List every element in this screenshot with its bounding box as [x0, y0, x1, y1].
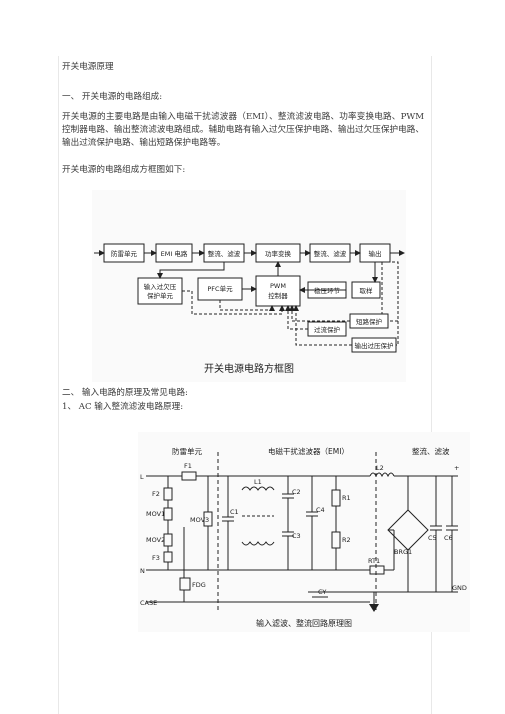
label-c1: C1	[230, 508, 239, 516]
circuit-figure: 防雷单元 电磁干扰滤波器（EMI） 整流、滤波 L N CASE GND + F…	[138, 432, 470, 632]
circuit-caption: 输入滤波、整流回路原理图	[256, 618, 352, 628]
label-r1: R1	[342, 494, 351, 502]
block-sample	[351, 281, 381, 299]
circuit-section-rect: 整流、滤波	[412, 446, 450, 456]
label-N: N	[140, 567, 145, 575]
label-L: L	[140, 473, 144, 481]
label-power: 功率变换	[265, 249, 292, 258]
label-f1: F1	[184, 462, 192, 470]
circuit-diagram: 防雷单元 电磁干扰滤波器（EMI） 整流、滤波 L N CASE GND + F…	[140, 446, 467, 628]
inductor-l2	[369, 472, 395, 478]
ground-arrow-icon	[369, 604, 379, 612]
block-ovuv	[137, 277, 183, 305]
label-c4: C4	[316, 506, 325, 514]
label-emi: EMI 电路	[161, 249, 188, 258]
resistor-r2	[331, 531, 341, 549]
label-rectify: 整流、滤波	[208, 249, 241, 258]
label-pwm-1: PWM	[270, 282, 286, 290]
fuse-f1	[181, 471, 197, 481]
inductor-l1-top	[241, 486, 275, 491]
label-c5: C5	[428, 534, 437, 542]
circuit-section-emi: 电磁干扰滤波器（EMI）	[268, 446, 349, 456]
section-1-heading: 一、 开关电源的电路组成:	[62, 92, 163, 102]
label-f3: F3	[152, 554, 160, 562]
fuse-f3	[163, 551, 173, 563]
inductor-l1-bottom	[241, 541, 275, 546]
label-brg1: BRG1	[394, 548, 412, 556]
block-pwm	[255, 275, 301, 307]
label-cy: CY	[318, 588, 326, 596]
document-page	[58, 56, 432, 714]
label-c6: C6	[444, 534, 453, 542]
label-mov1: MOV1	[146, 510, 165, 518]
label-l1: L1	[254, 478, 262, 486]
label-overcur: 过流保护	[314, 325, 340, 334]
label-pwm-2: 控制器	[268, 291, 288, 300]
block-diagram-caption: 开关电源电路方框图	[204, 362, 294, 375]
label-outov: 输出过压保护	[355, 341, 394, 350]
label-c2: C2	[292, 488, 301, 496]
doc-title: 开关电源原理	[62, 62, 114, 72]
label-short: 短路保护	[356, 317, 382, 326]
label-case: CASE	[140, 599, 157, 607]
label-surge: 防雷单元	[111, 249, 138, 258]
label-l2: L2	[376, 464, 384, 472]
label-fdg: FDG	[192, 581, 206, 589]
label-f2: F2	[152, 490, 160, 498]
thermistor-rt1	[369, 565, 385, 575]
label-pfc: PFC单元	[207, 284, 233, 293]
block-diagram-intro: 开关电源的电路组成方框图如下:	[62, 165, 186, 175]
label-gnd: GND	[452, 584, 467, 592]
label-sample: 取样	[360, 286, 374, 295]
label-out-rectify: 整流、滤波	[314, 249, 347, 258]
section-2-subheading: 1、 AC 输入整流滤波电路原理:	[62, 402, 184, 412]
block-diagram: 防雷单元 EMI 电路 整流、滤波 功率变换 整流、滤波 输出 输入过欠压 保护…	[94, 243, 405, 375]
block-diagram-figure: 防雷单元 EMI 电路 整流、滤波 功率变换 整流、滤波 输出 输入过欠压 保护…	[92, 190, 406, 382]
label-mov2: MOV2	[146, 536, 165, 544]
circuit-section-surge: 防雷单元	[172, 446, 202, 456]
label-ovuv-2: 保护单元	[147, 291, 174, 300]
label-mov3: MOV3	[190, 516, 209, 524]
label-reg: 稳压环节	[314, 286, 341, 295]
label-output: 输出	[369, 249, 382, 258]
label-plus: +	[454, 464, 459, 472]
label-ovuv-1: 输入过欠压	[144, 282, 177, 291]
section-1-paragraph: 开关电源的主要电路是由输入电磁干扰滤波器（EMI）、整流滤波电路、功率变换电路、…	[62, 112, 424, 149]
label-rt1: RT1	[368, 557, 380, 565]
section-2-heading: 二、 输入电路的原理及常见电路:	[62, 388, 188, 398]
fuse-f2	[163, 487, 173, 501]
label-r2: R2	[342, 536, 351, 544]
label-c3: C3	[292, 532, 301, 540]
discharge-fdg	[179, 577, 191, 591]
resistor-r1	[331, 489, 341, 507]
